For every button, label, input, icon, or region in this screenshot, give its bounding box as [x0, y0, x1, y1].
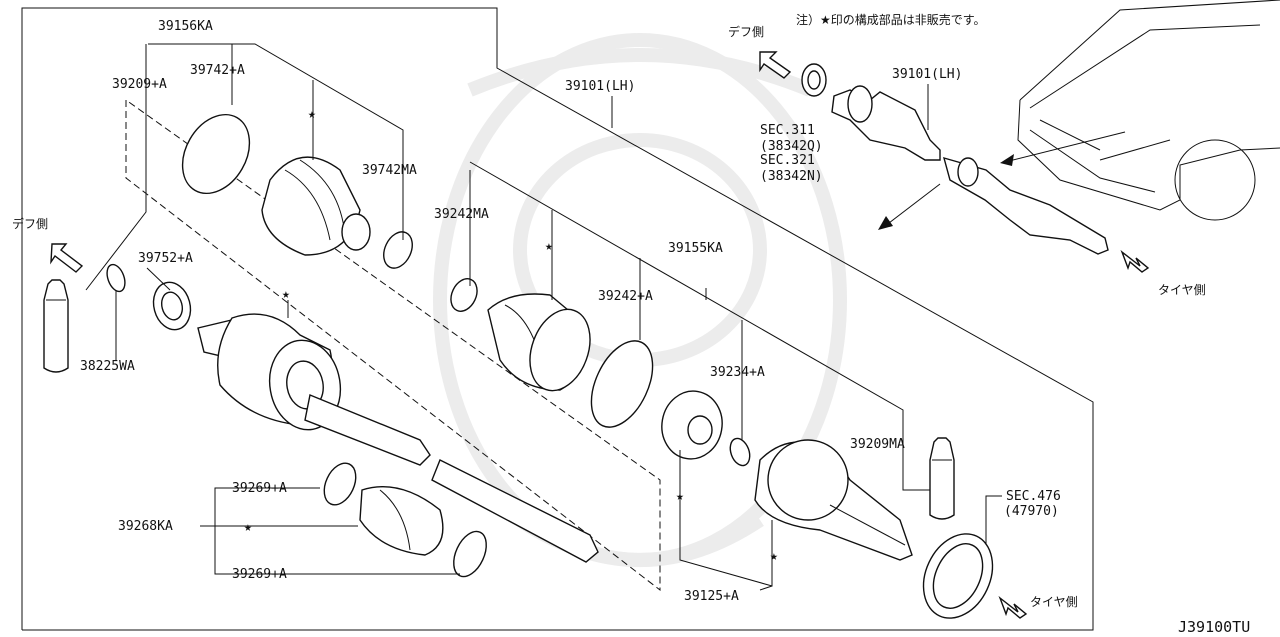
direction-arrow-icon [50, 243, 84, 273]
callout-39156KA: 39156KA [158, 19, 213, 34]
drive-shaft-upper[interactable] [304, 394, 431, 466]
leader-lines [85, 43, 1002, 591]
inset-sec321-ref: (38342N) [760, 169, 823, 184]
svg-text:タイヤ側: タイヤ側 [1030, 595, 1078, 609]
abs-sensor-ring[interactable] [910, 523, 1005, 630]
tripod-joint-housing[interactable] [197, 313, 347, 435]
star-marker: ★ [676, 489, 684, 504]
svg-text:デフ側: デフ側 [728, 24, 764, 39]
snap-ring-38225WA[interactable] [104, 262, 129, 294]
callout-39209MA: 39209MA [850, 437, 905, 452]
boot-upper-left[interactable] [261, 156, 371, 256]
callout-39155KA: 39155KA [668, 241, 723, 256]
oil-seal[interactable] [801, 63, 827, 97]
boot-band-39242MA[interactable] [446, 275, 482, 316]
svg-text:デフ側: デフ側 [12, 216, 48, 231]
outer-cv-joint[interactable] [754, 434, 913, 561]
callout-sec476-ref: (47970) [1004, 504, 1059, 519]
tire-side-indicator-main: タイヤ側 [998, 595, 1078, 619]
svg-text:タイヤ側: タイヤ側 [1158, 283, 1206, 297]
inset-sec311: SEC.311 [760, 123, 815, 138]
star-marker: ★ [308, 107, 316, 122]
boot-band-39269A-bottom[interactable] [447, 526, 493, 581]
boot-band-39742MA[interactable] [378, 227, 418, 272]
circlip-39234A[interactable] [727, 436, 753, 468]
callout-39268KA: 39268KA [118, 519, 173, 534]
callout-39742MA: 39742MA [362, 163, 417, 178]
inset-drive-shaft[interactable] [831, 85, 1109, 255]
star-marker: ★ [282, 287, 290, 302]
callout-39742A: 39742+A [190, 63, 245, 78]
star-marker: ★ [545, 239, 553, 254]
ball-cage[interactable] [657, 386, 728, 463]
bearing-39752A[interactable] [148, 278, 195, 334]
boot-band-39269A-top[interactable] [318, 458, 362, 510]
inset-sec311-ref: (38342Q) [760, 139, 823, 154]
star-marker: ★ [244, 520, 252, 535]
callout-38225WA: 38225WA [80, 359, 135, 374]
callout-39125A: 39125+A [684, 589, 739, 604]
callout-39209A: 39209+A [112, 77, 167, 92]
boot-band-39742A[interactable] [169, 103, 263, 206]
car-front-outline [1017, 0, 1280, 221]
grease-tube-left[interactable] [43, 279, 69, 373]
boot-center[interactable] [487, 293, 601, 399]
callout-39269A-top: 39269+A [232, 481, 287, 496]
callout-39242A: 39242+A [598, 289, 653, 304]
diagram-code: J39100TU [1178, 618, 1250, 636]
shaft-assembly-dashed-outline [125, 99, 661, 592]
callout-39101LH: 39101(LH) [565, 79, 635, 94]
callout-39242MA: 39242MA [434, 207, 489, 222]
drive-shaft-lower[interactable] [431, 459, 599, 563]
diff-side-indicator: デフ側 [12, 216, 84, 273]
direction-arrow-icon [998, 595, 1028, 619]
grease-tube-right[interactable] [929, 437, 955, 520]
callout-39752A: 39752+A [138, 251, 193, 266]
boot-band-39242A[interactable] [579, 331, 665, 436]
diagram-frame [21, 7, 1094, 631]
inset-sec321: SEC.321 [760, 153, 815, 168]
note-text: 注）★印の構成部品は非販売です。 [796, 12, 986, 27]
boot-39268KA[interactable] [359, 486, 444, 556]
inset-callout-39101LH: 39101(LH) [892, 67, 962, 82]
inset-diff-side: デフ側 [728, 24, 792, 79]
callout-sec476: SEC.476 [1006, 489, 1061, 504]
direction-arrow-icon [1120, 249, 1150, 273]
direction-arrow-icon [759, 51, 792, 79]
callout-39269A-bottom: 39269+A [232, 567, 287, 582]
star-marker: ★ [770, 549, 778, 564]
inset-pointer-arrows [878, 131, 1126, 230]
inset-tire-side: タイヤ側 [1120, 249, 1206, 297]
callout-39234A: 39234+A [710, 365, 765, 380]
